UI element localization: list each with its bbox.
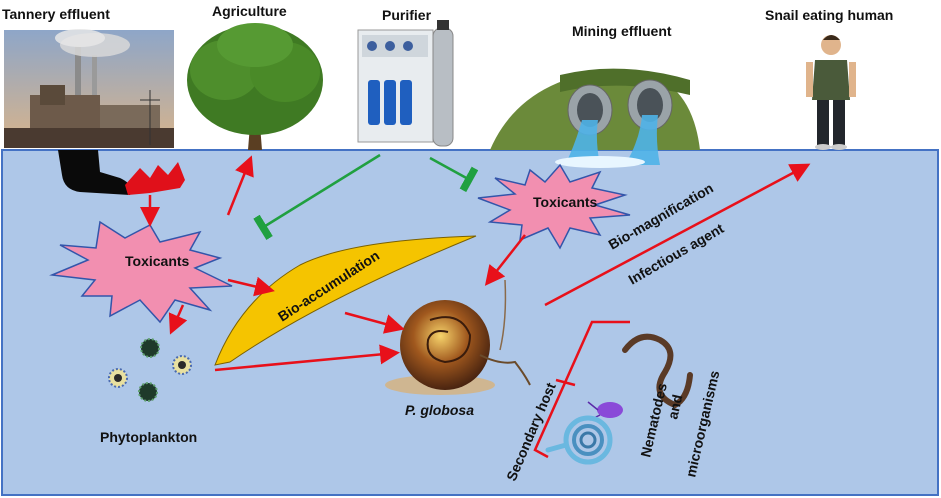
label-mining-effluent: Mining effluent — [572, 23, 672, 39]
nematode-worm-image — [622, 333, 693, 409]
label-agriculture: Agriculture — [212, 3, 287, 19]
arrow-toxicants-to-agriculture — [226, 155, 254, 216]
arrow-toxicants-to-phytoplankton — [168, 304, 188, 335]
red-waste-shape — [125, 162, 185, 195]
label-purifier: Purifier — [382, 7, 432, 23]
secondary-host-bracket — [533, 320, 630, 459]
toxicants-star-left — [49, 220, 233, 324]
toxicants-label-left: Toxicants — [125, 253, 190, 269]
coiled-worm-image — [545, 415, 613, 465]
phytoplankton-cluster — [108, 338, 192, 402]
secondary-host-connector — [555, 378, 576, 387]
purifier-inhibits-left-toxicants — [253, 153, 381, 240]
water-purifier-image — [357, 20, 454, 147]
agriculture-tree-image — [187, 23, 323, 150]
label-tannery-effluent: Tannery effluent — [2, 6, 110, 22]
arrow-toxicants-to-bioaccumulation — [227, 276, 275, 297]
snail-image — [385, 279, 531, 395]
toxicants-star-right — [477, 163, 631, 250]
snail-species-label: P. globosa — [405, 402, 474, 418]
arrow-snail-to-human — [544, 163, 811, 307]
arrow-phytoplankton-to-snail — [214, 344, 400, 372]
arrow-toxicants-right-to-snail — [484, 234, 526, 286]
label-snail-eating-human: Snail eating human — [765, 7, 893, 23]
red-arrows — [140, 155, 811, 372]
purifier-inhibits-right-toxicants — [429, 156, 479, 193]
mining-effluent-image — [490, 68, 700, 168]
green-inhibition-lines — [253, 153, 479, 240]
bioaccumulation-wedge — [214, 235, 477, 366]
toxicants-label-right: Toxicants — [533, 194, 598, 210]
nematodes-label-line2: and — [664, 393, 685, 421]
black-boot-shape — [58, 150, 132, 195]
phytoplankton-label: Phytoplankton — [100, 429, 197, 445]
human-figure-image — [806, 35, 856, 150]
arrow-bioaccumulation-to-snail — [344, 311, 405, 334]
tannery-factory-image — [4, 29, 174, 148]
